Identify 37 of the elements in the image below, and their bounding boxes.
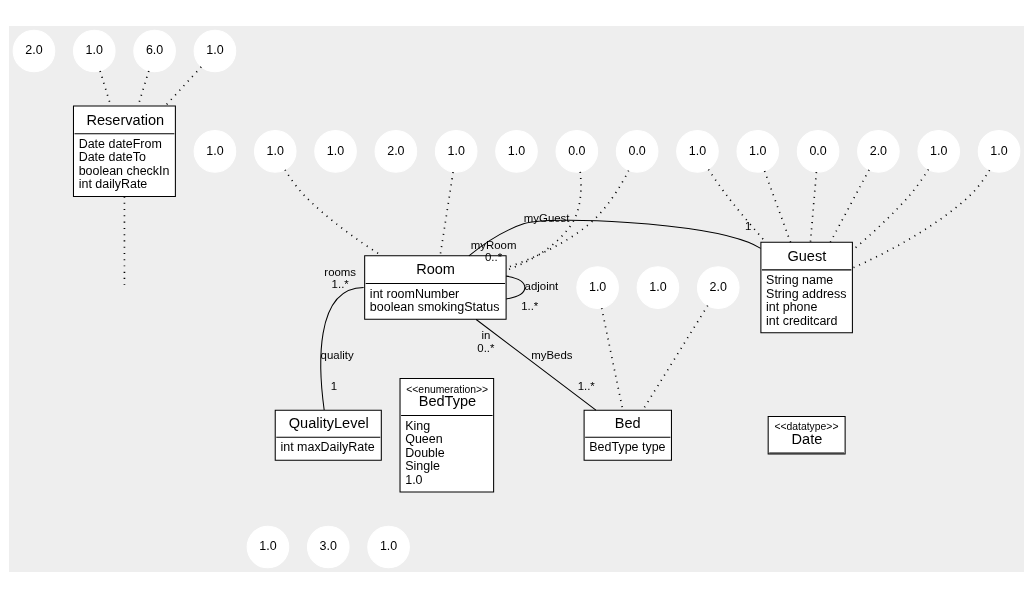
label: 1 — [744, 219, 751, 232]
connector — [475, 318, 596, 411]
connector — [809, 171, 817, 244]
node-circle: 0.0 — [615, 130, 658, 173]
connector — [123, 195, 125, 288]
label: in — [480, 329, 490, 342]
node-circle: 1.0 — [735, 130, 779, 173]
label: 1..* — [331, 278, 349, 291]
connector — [505, 275, 525, 300]
edge-label: myBeds — [530, 348, 572, 361]
label: 1..* — [577, 380, 595, 393]
connector — [829, 169, 870, 243]
label: 0..* — [476, 341, 494, 354]
node-circle: 1.0 — [575, 266, 619, 309]
node-circle: 2.0 — [696, 266, 740, 309]
connector — [319, 287, 364, 411]
node-circle: 2.0 — [856, 130, 900, 173]
connector — [164, 66, 202, 107]
connector — [467, 219, 761, 257]
edge-label: adjoint — [524, 280, 558, 293]
node-circle: 1.0 — [72, 29, 116, 73]
label: 1..* — [520, 300, 538, 313]
label: 1 — [330, 379, 337, 392]
node-circle: 0.0 — [796, 130, 839, 173]
node-circle: 1.0 — [253, 130, 297, 173]
node-circle: 1.0 — [916, 130, 960, 173]
node-circle: 0.0 — [555, 130, 598, 173]
node-circle: 1.0 — [434, 130, 477, 173]
node-circle: 1.0 — [977, 130, 1020, 173]
connector — [851, 169, 990, 269]
node-circle: 1.0 — [193, 29, 236, 73]
edge-label: quality — [320, 348, 354, 361]
label: rooms — [323, 265, 356, 278]
connector — [707, 168, 767, 243]
connector — [763, 170, 791, 244]
node-circle: 6.0 — [132, 29, 176, 73]
node-circle: 1.0 — [675, 130, 719, 173]
